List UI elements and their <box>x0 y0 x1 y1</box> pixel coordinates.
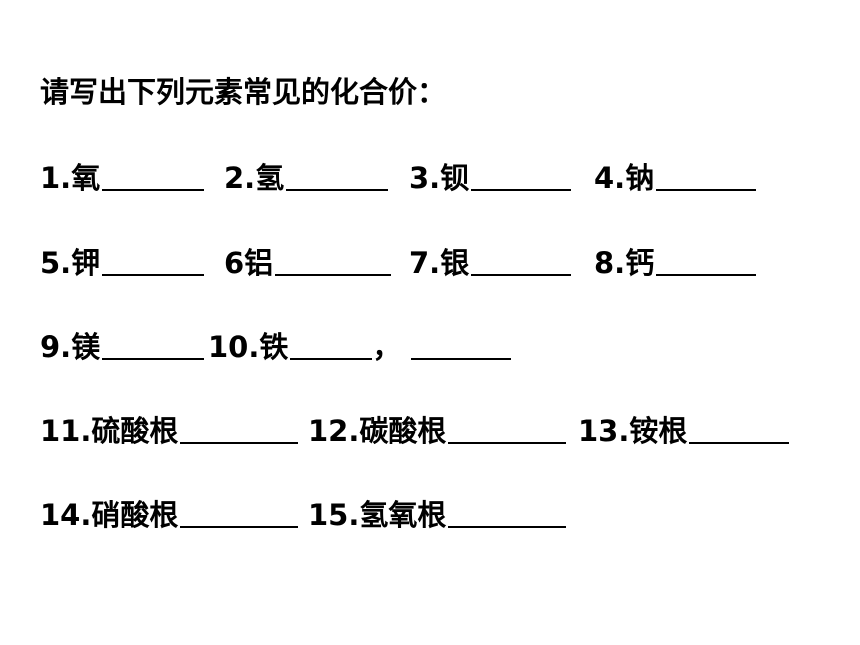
question-label: 11.硫酸根 <box>40 414 179 448</box>
question-label: 7.银 <box>409 246 470 280</box>
answer-blank[interactable] <box>102 334 205 360</box>
question-item-2: 2.氢 <box>224 158 389 198</box>
question-item-8: 8.钙 <box>594 243 757 283</box>
answer-blank[interactable] <box>448 418 567 444</box>
answer-blank[interactable] <box>656 165 757 191</box>
question-item-6: 6铝 <box>224 243 392 283</box>
answer-blank[interactable] <box>656 250 757 276</box>
question-item-4: 4.钠 <box>594 158 757 198</box>
question-item-3: 3.钡 <box>409 158 572 198</box>
answer-blank[interactable] <box>275 250 392 276</box>
answer-blank[interactable] <box>102 250 205 276</box>
question-label: 5.钾 <box>40 246 101 280</box>
question-item-10: 10.铁 ， <box>208 327 512 367</box>
question-item-5: 5.钾 <box>40 243 205 283</box>
answer-blank[interactable] <box>448 502 567 528</box>
question-label: 12.碳酸根 <box>308 414 447 448</box>
question-item-15: 15.氢氧根 <box>308 495 567 535</box>
worksheet-title: 请写出下列元素常见的化合价： <box>40 75 447 109</box>
answer-blank[interactable] <box>102 165 205 191</box>
question-label: 9.镁 <box>40 330 101 364</box>
answer-blank[interactable] <box>286 165 389 191</box>
question-item-1: 1.氧 <box>40 158 205 198</box>
answer-blank[interactable] <box>471 250 572 276</box>
question-item-9: 9.镁 <box>40 327 205 367</box>
question-label: 4.钠 <box>594 161 655 195</box>
question-item-7: 7.银 <box>409 243 572 283</box>
question-item-14: 14.硝酸根 <box>40 495 299 535</box>
question-label: 10.铁 <box>208 330 289 364</box>
answer-blank[interactable] <box>689 418 790 444</box>
question-label: 1.氧 <box>40 161 101 195</box>
answer-blank[interactable] <box>290 334 373 360</box>
question-label: 13.铵根 <box>578 414 688 448</box>
question-item-13: 13.铵根 <box>578 411 790 451</box>
answer-blank[interactable] <box>180 418 299 444</box>
comma-separator: ， <box>372 330 402 364</box>
question-item-12: 12.碳酸根 <box>308 411 567 451</box>
answer-blank[interactable] <box>180 502 299 528</box>
answer-blank[interactable] <box>471 165 572 191</box>
question-label: 8.钙 <box>594 246 655 280</box>
question-item-11: 11.硫酸根 <box>40 411 299 451</box>
question-label: 14.硝酸根 <box>40 498 179 532</box>
question-label: 3.钡 <box>409 161 470 195</box>
question-label: 15.氢氧根 <box>308 498 447 532</box>
question-label: 6铝 <box>224 246 274 280</box>
question-label: 2.氢 <box>224 161 285 195</box>
answer-blank-second[interactable] <box>411 334 512 360</box>
